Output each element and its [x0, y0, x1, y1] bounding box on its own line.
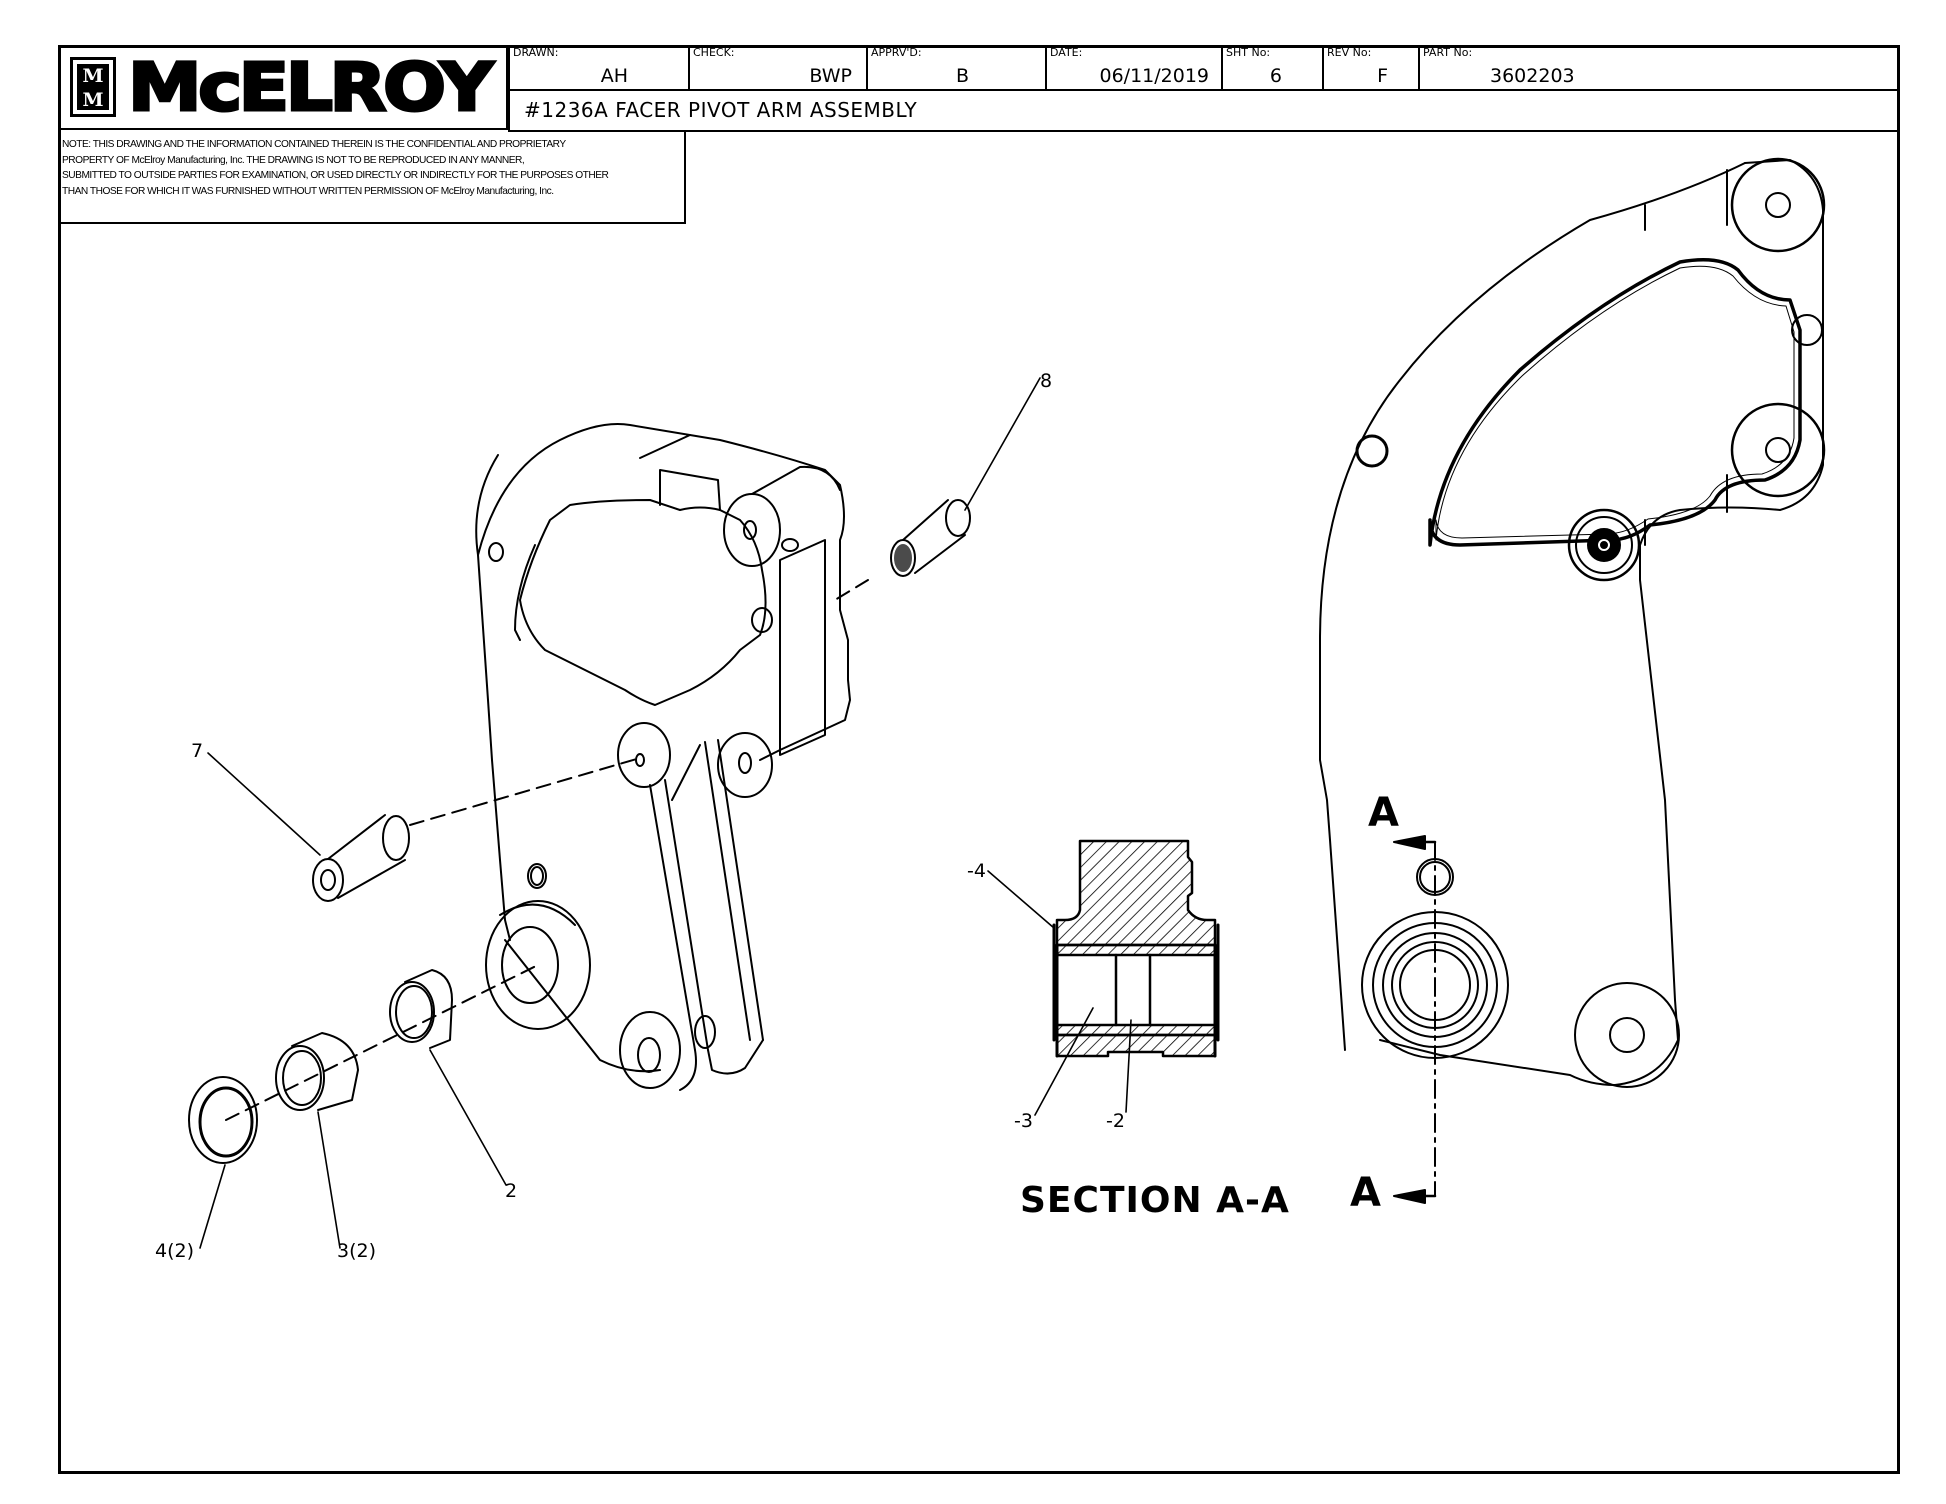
part-item-4-washer [188, 1076, 258, 1164]
title-block: DRAWN: AH CHECK: BWP APPRV'D: B DATE: 06… [508, 45, 1900, 91]
field-date: DATE: 06/11/2019 [1045, 45, 1221, 89]
plan-view-pivot-arm [1319, 157, 1826, 1204]
drawing-title: #1236A FACER PIVOT ARM ASSEMBLY [524, 98, 918, 122]
field-rev-number: REV No: F [1322, 45, 1418, 89]
drawing-sheet-border [58, 45, 1900, 1474]
confidentiality-note: NOTE: THIS DRAWING AND THE INFORMATION C… [58, 130, 686, 224]
field-drawn: DRAWN: AH [508, 45, 688, 89]
balloon-item-7: 7 [191, 740, 204, 762]
section-a-a-view [987, 839, 1220, 1116]
field-approved: APPRV'D: B [866, 45, 1045, 89]
part-item-2-bushing [389, 969, 453, 1049]
balloon-item-4: 4(2) [155, 1240, 195, 1262]
section-title: SECTION A-A [1020, 1180, 1290, 1221]
part-item-3-bushing [275, 1032, 359, 1111]
logo-mark-icon: M M [70, 57, 116, 117]
company-name: McELROY [126, 48, 495, 128]
section-callout-2: -2 [1106, 1110, 1125, 1132]
section-callout-4: -4 [967, 860, 986, 882]
section-cut-label-bottom: A [1350, 1170, 1381, 1216]
section-cut-label-top: A [1368, 790, 1399, 836]
assembly-centerlines [225, 579, 869, 1121]
field-part-number: PART No: 3602203 [1418, 45, 1900, 89]
part-item-7-pin [312, 814, 410, 902]
drawing-title-row: #1236A FACER PIVOT ARM ASSEMBLY [508, 89, 1900, 132]
company-logo: M M McELROY [58, 45, 508, 130]
leader-lines [199, 377, 1041, 1249]
section-callout-3: -3 [1014, 1110, 1033, 1132]
field-sheet-number: SHT No: 6 [1221, 45, 1322, 89]
balloon-item-3: 3(2) [337, 1240, 377, 1262]
balloon-item-8: 8 [1040, 370, 1053, 392]
field-check: CHECK: BWP [688, 45, 866, 89]
balloon-item-2: 2 [505, 1180, 518, 1202]
isometric-pivot-arm [475, 423, 851, 1091]
part-item-8-pin [890, 499, 971, 577]
